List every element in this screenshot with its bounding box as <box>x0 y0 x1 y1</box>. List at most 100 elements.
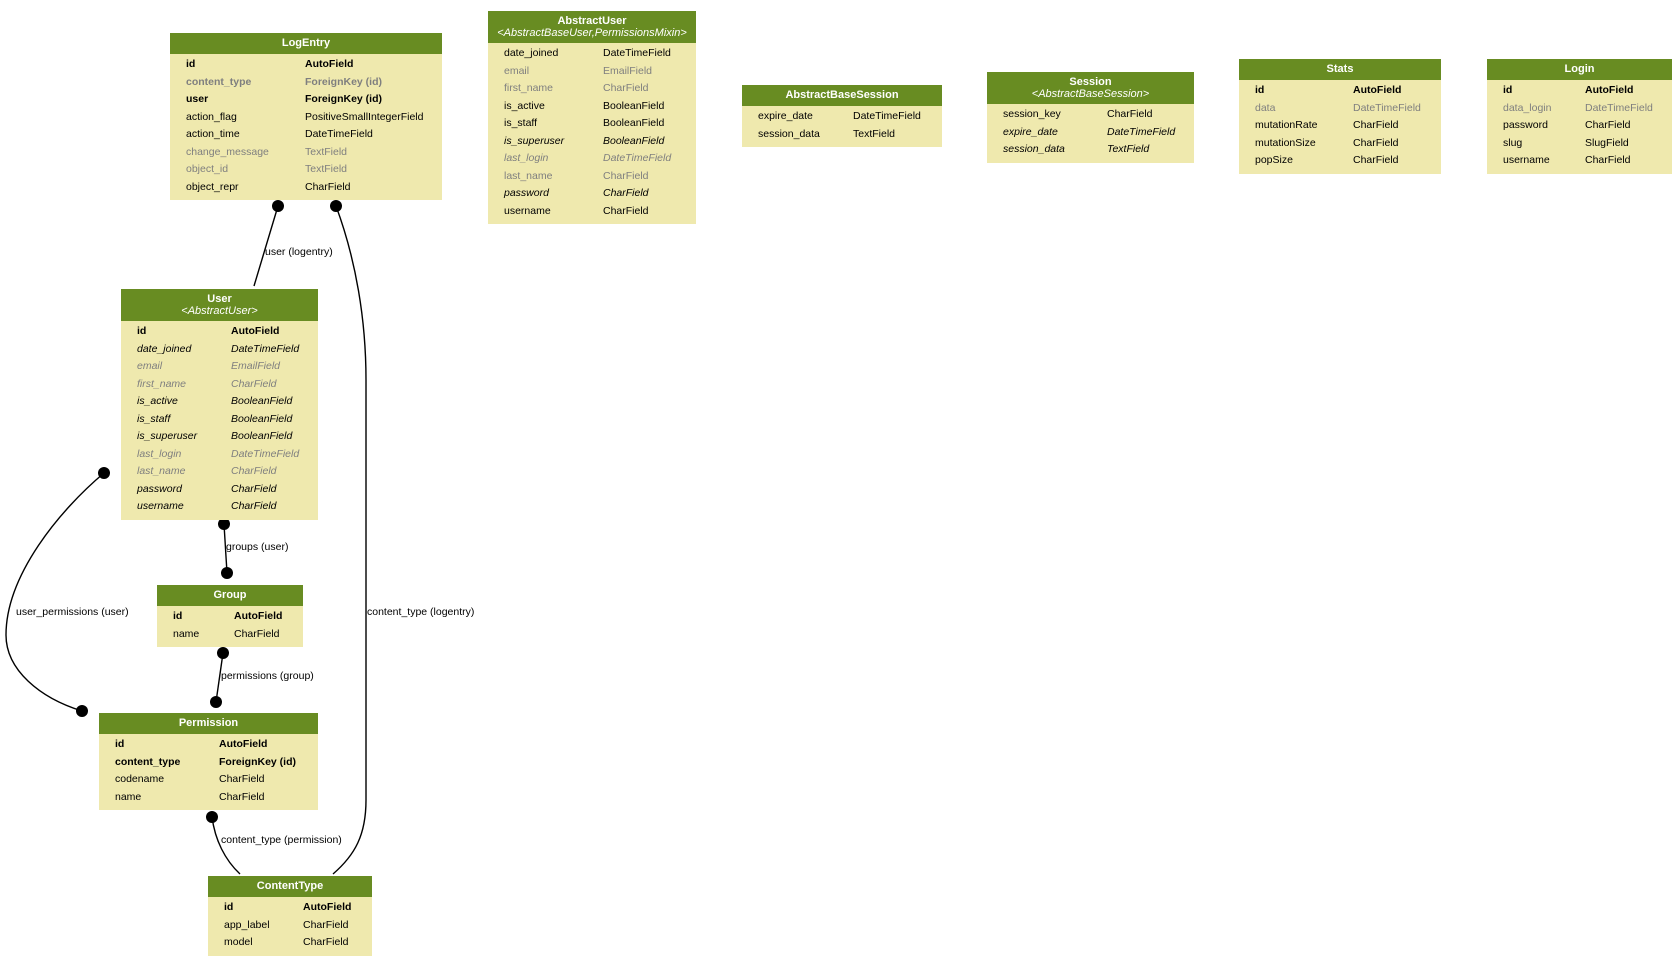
edge-label-user-permissions-user: user_permissions (user) <box>16 606 129 618</box>
field-type: TextField <box>305 145 348 158</box>
field-name: username <box>504 204 551 217</box>
field-name: content_type <box>115 755 181 768</box>
edge-end-dot <box>221 567 233 579</box>
model-name: LogEntry <box>281 37 331 49</box>
field-type: SlugField <box>1585 136 1629 149</box>
field-row: last_name CharField <box>488 168 696 186</box>
field-name: is_staff <box>137 412 171 425</box>
field-name: date_joined <box>504 47 559 59</box>
field-type: BooleanField <box>603 134 665 147</box>
field-type: DateTimeField <box>231 342 300 355</box>
field-row: date_joined DateTimeField <box>121 341 318 359</box>
field-type: BooleanField <box>231 395 293 407</box>
field-name: last_name <box>137 465 186 477</box>
edge-end-dot <box>98 467 110 479</box>
field-name: expire_date <box>1003 125 1058 138</box>
field-type: CharField <box>231 500 277 512</box>
field-name: is_staff <box>504 117 538 129</box>
field-type: TextField <box>305 163 348 175</box>
field-name: name <box>173 627 200 640</box>
field-type: AutoField <box>1585 84 1634 96</box>
field-type: CharField <box>1353 119 1399 131</box>
field-type: CharField <box>1353 154 1399 166</box>
field-type: PositiveSmallIntegerField <box>305 110 424 123</box>
edge-content-type-logentry <box>332 205 367 875</box>
field-name: last_name <box>504 169 553 182</box>
field-type: CharField <box>603 204 649 217</box>
field-type: AutoField <box>305 58 354 70</box>
field-name: session_key <box>1003 108 1061 120</box>
model-header: ContentType <box>208 876 372 897</box>
field-name: data <box>1255 101 1276 114</box>
field-name: change_message <box>186 145 269 158</box>
field-name: date_joined <box>137 342 192 355</box>
field-type: TextField <box>1107 143 1150 155</box>
field-name: expire_date <box>758 110 813 122</box>
field-name: id <box>1503 84 1513 96</box>
field-name: id <box>115 738 125 750</box>
field-type: DateTimeField <box>1107 125 1176 138</box>
edge-label-content-type-permission: content_type (permission) <box>221 834 342 846</box>
field-type: CharField <box>219 773 265 785</box>
model-abstractuser: AbstractUser<AbstractBaseUser,Permission… <box>488 11 696 224</box>
edge-label-groups-user: groups (user) <box>226 541 289 553</box>
field-type: CharField <box>1353 136 1399 149</box>
field-name: password <box>1503 119 1548 131</box>
field-row: is_active BooleanField <box>121 393 318 411</box>
field-name: popSize <box>1255 154 1293 166</box>
field-type: CharField <box>1585 119 1631 131</box>
field-type: CharField <box>603 187 649 199</box>
field-name: is_active <box>137 395 178 407</box>
field-type: BooleanField <box>603 99 665 112</box>
edge-user-permissions-user <box>5 472 105 712</box>
model-name: AbstractBaseSession <box>785 89 899 101</box>
edge-end-dot <box>218 518 230 530</box>
field-name: codename <box>115 773 165 785</box>
field-type: CharField <box>303 936 349 948</box>
field-type: TextField <box>853 127 896 140</box>
field-row: object_repr CharField <box>170 179 442 197</box>
model-name: Stats <box>1326 63 1354 75</box>
field-type: CharField <box>603 82 649 94</box>
edge-end-dot <box>206 811 218 823</box>
model-parent: <AbstractBaseSession> <box>1031 88 1150 100</box>
field-type: CharField <box>219 790 265 803</box>
field-row: password CharField <box>1487 117 1672 135</box>
edge-permissions-group <box>215 652 224 703</box>
field-name: user <box>186 93 209 105</box>
model-name: Login <box>1564 63 1595 75</box>
field-type: CharField <box>603 169 649 182</box>
field-type: CharField <box>305 180 351 193</box>
field-type: DateTimeField <box>231 447 300 460</box>
field-name: is_active <box>504 99 545 112</box>
edge-content-type-permission <box>211 816 241 875</box>
field-row: is_active BooleanField <box>488 98 696 116</box>
field-name: id <box>224 901 234 913</box>
edge-label-permissions-group: permissions (group) <box>221 670 314 682</box>
field-name: object_repr <box>186 180 239 193</box>
field-type: CharField <box>231 465 277 477</box>
field-name: object_id <box>186 163 229 175</box>
field-type: CharField <box>231 377 277 390</box>
